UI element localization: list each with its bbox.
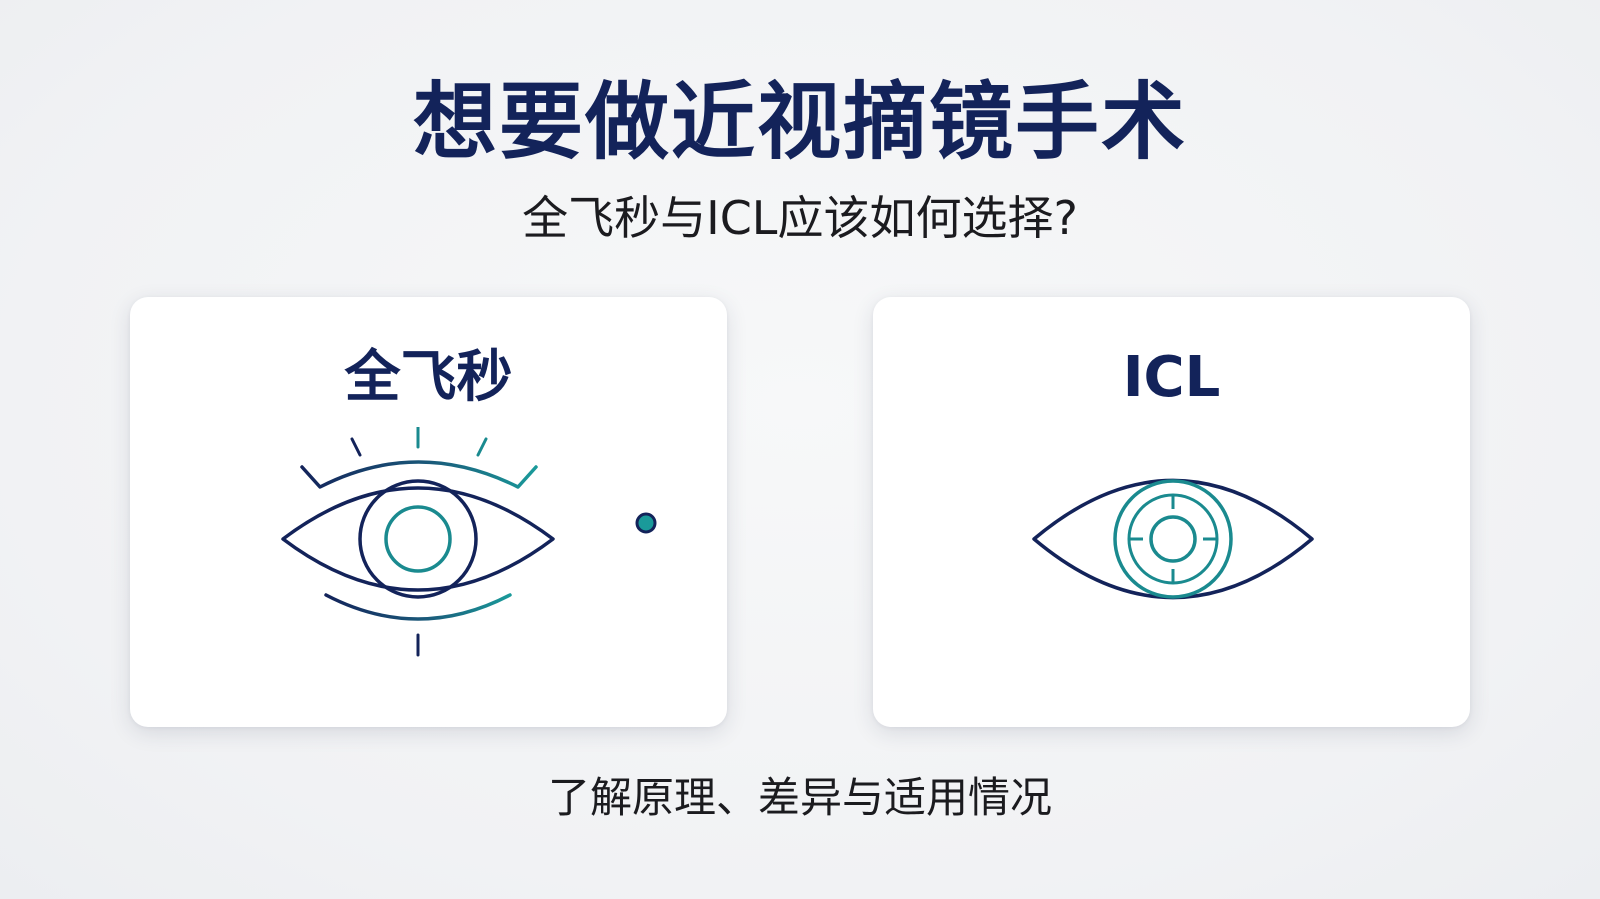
page-title: 想要做近视摘镜手术 <box>412 73 1187 171</box>
card-icl: ICL <box>873 297 1470 727</box>
eye-with-laser-rays-icon <box>281 427 555 657</box>
card-femtosecond-label: 全飞秒 <box>344 345 513 410</box>
card-icl-label: ICL <box>1122 345 1221 410</box>
card-femtosecond: 全飞秒 <box>130 297 727 727</box>
eye-with-lens-crosshair-icon <box>1032 478 1314 600</box>
footer-caption: 了解原理、差异与适用情况 <box>547 773 1052 822</box>
page-subtitle: 全飞秒与ICL应该如何选择? <box>522 191 1078 245</box>
